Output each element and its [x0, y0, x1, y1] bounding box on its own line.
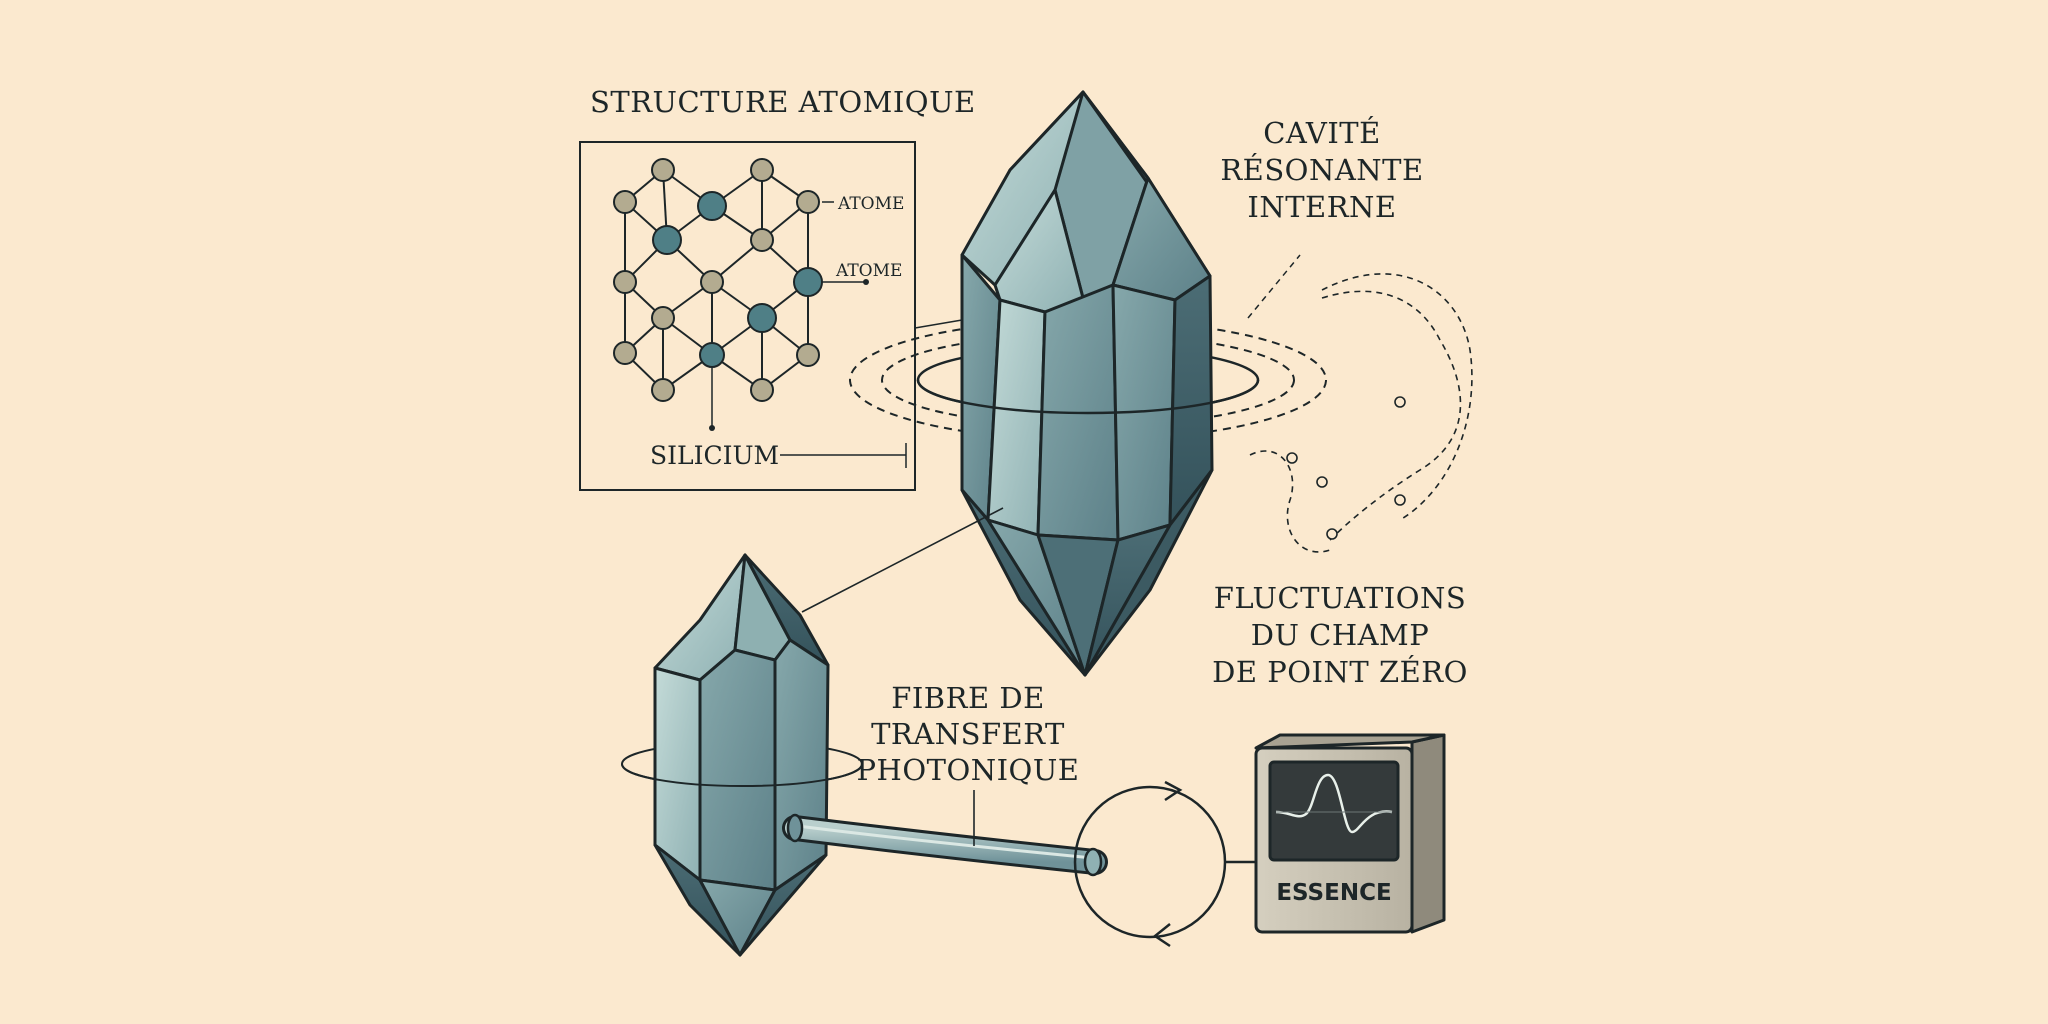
- silicium-leader-dot: [709, 425, 715, 431]
- cavite-label-line3: INTERNE: [1247, 190, 1396, 224]
- atome-leader-dot: [863, 279, 869, 285]
- atomic-structure-panel: STRUCTURE ATOMIQUE ATOME ATOME SILICIUM: [579, 85, 976, 491]
- fluctuations-label-line2: DU CHAMP: [1251, 618, 1430, 652]
- lattice-atoms: [613, 158, 823, 402]
- fluctuations-label-line3: DE POINT ZÉRO: [1212, 654, 1468, 689]
- atome-label-1: ATOME: [837, 194, 904, 214]
- atom-small: [750, 158, 774, 182]
- zero-point-field-lines: [1249, 273, 1473, 553]
- atom-large: [747, 303, 777, 333]
- essence-badge: ESSENCE: [1276, 880, 1391, 906]
- fibre-label-line3: PHOTONIQUE: [857, 753, 1080, 787]
- fibre-label-line2: TRANSFERT: [871, 717, 1065, 751]
- essence-monitor-device: [1254, 733, 1446, 934]
- cavite-label-line2: RÉSONANTE: [1220, 152, 1423, 187]
- fibre-label-line1: FIBRE DE: [891, 681, 1045, 715]
- panel-to-crystal-connector: [914, 319, 963, 329]
- atomic-structure-frame: [579, 141, 916, 491]
- circulation-loop: [1073, 780, 1256, 948]
- atom-large: [699, 342, 725, 368]
- cavite-leader-line: [1247, 254, 1301, 319]
- atome-label-2: ATOME: [835, 261, 902, 281]
- resonance-rings-front: [916, 379, 1260, 415]
- small-quartz-crystal: [653, 553, 830, 957]
- photonic-transfer-fibre: [782, 813, 1108, 877]
- atom-small: [613, 190, 637, 214]
- atom-small: [613, 341, 637, 365]
- field-particles: [1286, 396, 1406, 540]
- atom-small: [750, 228, 774, 252]
- large-quartz-crystal: [960, 90, 1214, 677]
- atom-large: [697, 191, 727, 221]
- atom-small: [651, 306, 675, 330]
- atom-small: [796, 343, 820, 367]
- structure-atomique-title: STRUCTURE ATOMIQUE: [590, 85, 976, 119]
- cavite-label-line1: CAVITÉ: [1263, 115, 1381, 150]
- atom-small: [651, 158, 675, 182]
- device-waveform: [1275, 773, 1393, 834]
- fluctuations-label-line1: FLUCTUATIONS: [1214, 581, 1467, 615]
- atom-small: [796, 190, 820, 214]
- atom-large: [652, 225, 682, 255]
- small-crystal-ring-front: [621, 763, 863, 787]
- atom-small: [750, 378, 774, 402]
- atom-small: [651, 378, 675, 402]
- atom-small: [613, 270, 637, 294]
- atom-small: [700, 270, 724, 294]
- silicium-label: SILICIUM: [650, 441, 779, 470]
- atom-large: [793, 267, 823, 297]
- crystal-connector-line: [801, 507, 1004, 613]
- device-screen: [1268, 760, 1400, 862]
